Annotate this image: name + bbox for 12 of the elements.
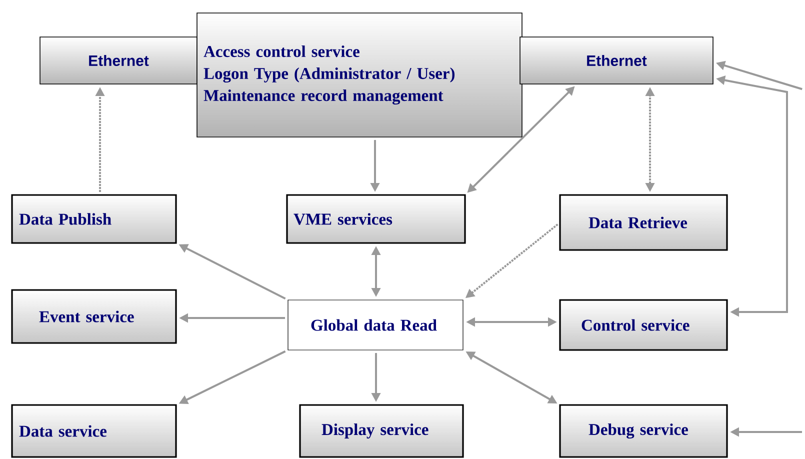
service-box: Display service xyxy=(299,404,464,458)
service-box: Data Retrieve xyxy=(559,194,728,251)
service-box: Control service xyxy=(559,299,728,351)
service-box: Access control service Logon Type (Administrator / User) Maintenance record management xyxy=(196,12,522,138)
network-box: Ethernet xyxy=(40,36,198,84)
network-box: Ethernet xyxy=(520,36,714,84)
process-box: Global data Read xyxy=(288,300,464,350)
service-box: Event service xyxy=(11,289,177,344)
service-box: VME services xyxy=(286,194,466,244)
service-box: Data service xyxy=(11,404,177,458)
service-box: Data Publish xyxy=(11,194,177,244)
service-box: Debug service xyxy=(559,404,728,458)
